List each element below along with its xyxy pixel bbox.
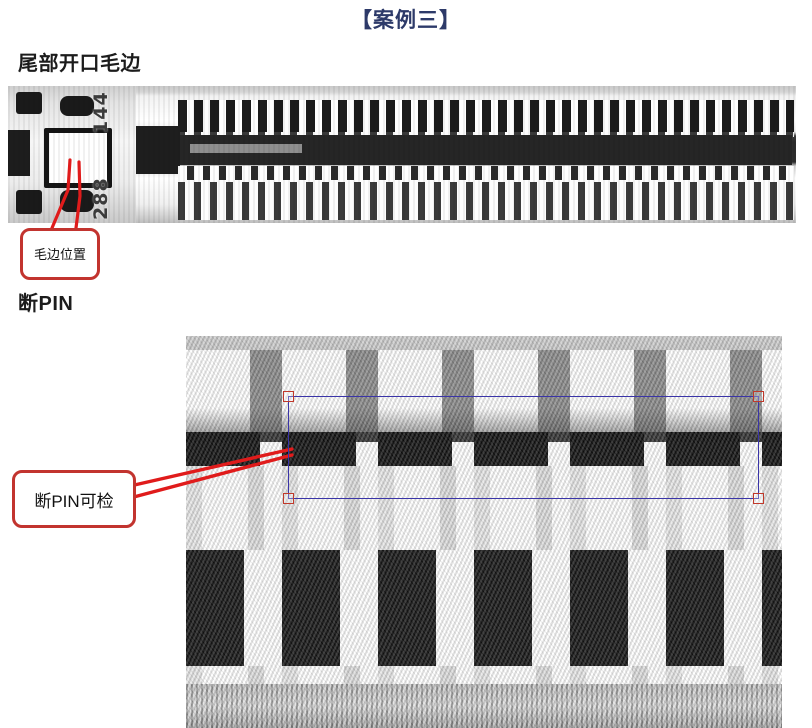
connector-strip-photo: 144 288 xyxy=(8,86,796,223)
section-heading-broken-pin: 断PIN xyxy=(18,293,74,315)
pin-row-bottom xyxy=(178,182,794,220)
end-block-nub xyxy=(16,190,42,214)
callout-broken-pin-detectable: 断PIN可检 xyxy=(12,470,136,528)
pin-row-top xyxy=(178,92,794,132)
selection-handle-bottom-right[interactable] xyxy=(753,493,764,504)
strip-left-dark-block xyxy=(134,126,180,174)
selection-handle-bottom-left[interactable] xyxy=(283,493,294,504)
selection-handle-top-right[interactable] xyxy=(753,391,764,402)
section-heading-burr: 尾部开口毛边 xyxy=(18,53,141,75)
pin-row-bottom-pattern xyxy=(178,182,794,220)
pin-dark-slots xyxy=(186,550,782,666)
page-title: 【案例三】 xyxy=(351,9,461,32)
photo-grain-overlay xyxy=(8,86,796,223)
end-block-tab xyxy=(8,130,30,176)
end-block-nub xyxy=(60,96,94,116)
pin-cross-section-photo xyxy=(186,336,782,728)
measurement-selection[interactable] xyxy=(283,391,764,504)
callout-burr-position: 毛边位置 xyxy=(20,228,100,280)
selection-handle-top-left[interactable] xyxy=(283,391,294,402)
strip-center-bar xyxy=(134,135,792,165)
strip-center-slot xyxy=(190,144,302,153)
pin-row-upper-edge-pattern xyxy=(178,132,794,137)
housing-teeth xyxy=(186,350,782,434)
end-block-nub xyxy=(16,92,42,114)
photo-grain-overlay xyxy=(186,336,782,728)
pin-row-upper-edge xyxy=(178,132,794,137)
pin-row-top-pattern xyxy=(178,100,794,132)
strip-end-block xyxy=(8,86,136,223)
pin-row-middle xyxy=(178,166,794,180)
pin-row-middle-pattern xyxy=(178,166,794,180)
connector-strip-image: 144 288 xyxy=(8,86,796,223)
cross-section-base xyxy=(186,684,782,728)
